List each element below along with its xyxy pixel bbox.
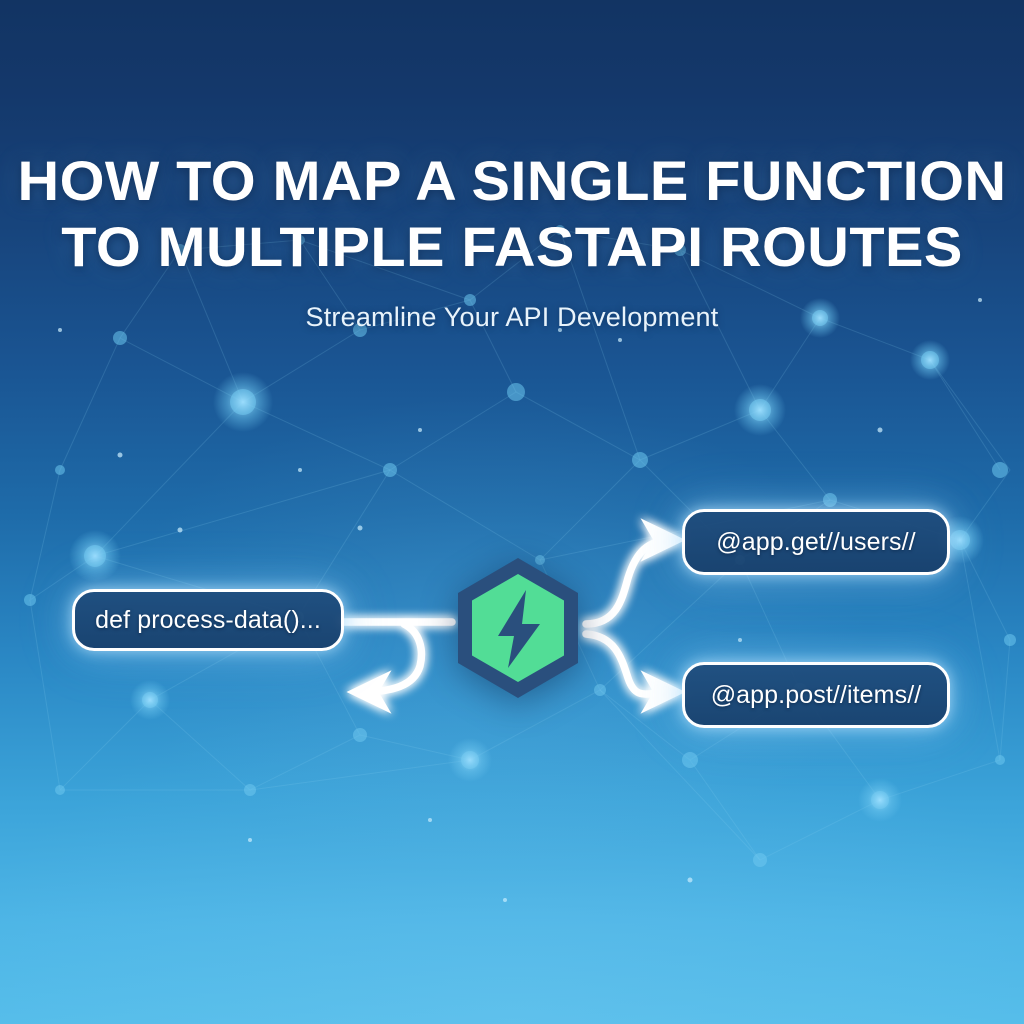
connector-hub-to-route-2 bbox=[582, 630, 686, 714]
lightning-bolt-hexagon-icon bbox=[458, 558, 578, 698]
hub-node[interactable] bbox=[450, 554, 586, 702]
page-title-line-2: TO MULTIPLE FASTAPI ROUTES bbox=[61, 215, 963, 278]
route-node-get-users-label: @app.get//users// bbox=[716, 527, 916, 556]
connector-hub-to-route-1 bbox=[582, 518, 686, 628]
source-function-node[interactable]: def process-data()... bbox=[72, 589, 344, 651]
route-node-post-items-label: @app.post//items// bbox=[710, 680, 922, 709]
source-function-label: def process-data()... bbox=[95, 605, 321, 634]
route-node-post-items[interactable]: @app.post//items// bbox=[682, 662, 950, 728]
header-block: HOW TO MAP A SINGLE FUNCTION TO MULTIPLE… bbox=[0, 148, 1024, 333]
connector-return-branch bbox=[346, 620, 426, 714]
page-title-line-1: HOW TO MAP A SINGLE FUNCTION bbox=[17, 149, 1007, 212]
route-node-get-users[interactable]: @app.get//users// bbox=[682, 509, 950, 575]
page-subtitle: Streamline Your API Development bbox=[305, 302, 719, 332]
